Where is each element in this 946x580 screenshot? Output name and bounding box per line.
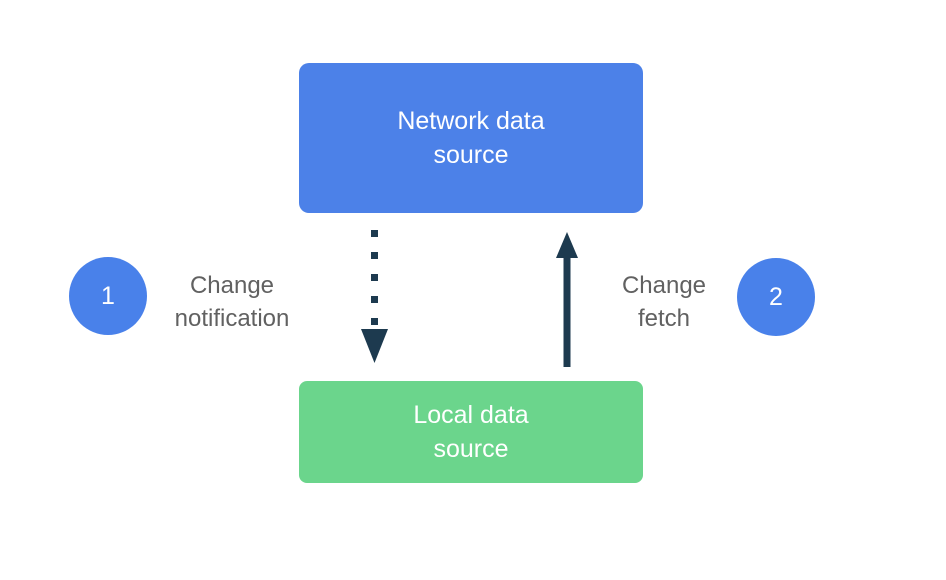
change-notification-dotted-arrow-icon: [361, 230, 388, 363]
local-data-source-box: Local data source: [299, 381, 643, 483]
step-2-number: 2: [769, 282, 783, 311]
step-1-badge: 1: [69, 257, 147, 335]
local-data-source-label: Local data source: [413, 401, 529, 463]
network-data-source-label: Network data source: [397, 107, 545, 169]
step-1-number: 1: [101, 281, 115, 310]
network-data-source-box: Network data source: [299, 63, 643, 213]
step-2-label: Change fetch: [621, 272, 707, 332]
change-fetch-solid-arrow-icon: [556, 232, 578, 367]
step-2-badge: 2: [737, 258, 815, 336]
step-1-label: Change notification: [174, 272, 290, 332]
